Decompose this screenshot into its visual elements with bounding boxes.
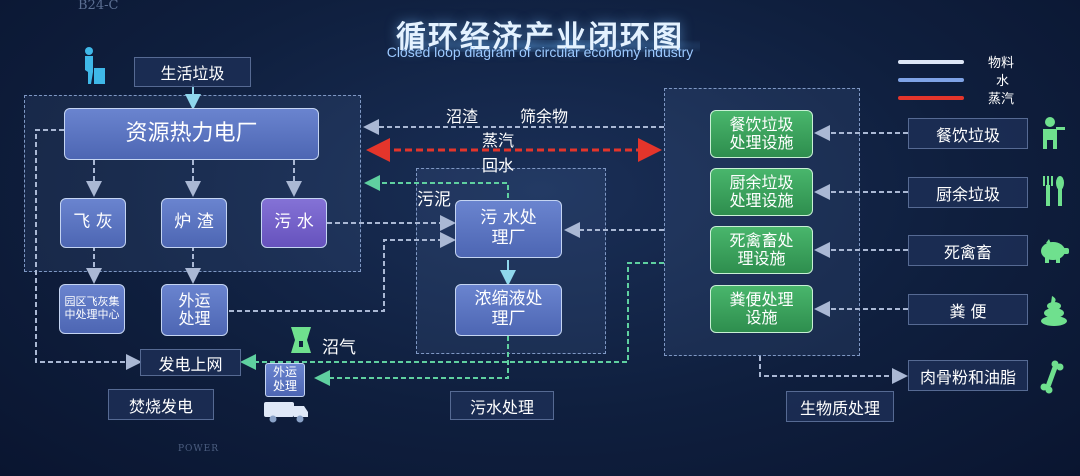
kitchen-waste-facility: 厨余垃圾处理设施 [710,168,813,216]
link-concentrate-transport [314,336,509,386]
fly-ash-node: 飞 灰 [60,198,126,248]
biogas-label: 沼气 [322,338,356,358]
steam-label: 蒸汽 [482,131,515,150]
page-subtitle: Closed loop diagram of circular economy … [386,44,694,60]
link-sludge-plant [364,175,509,198]
dead-livestock-facility: 死禽畜处理设施 [710,226,813,274]
footer-text: POWER [178,444,220,454]
manure-facility: 粪便处理设施 [710,285,813,333]
garbage-truck-icon [262,399,310,423]
fly-ash-center-node: 园区飞灰集中处理中心 [59,284,125,334]
return-water-label: 回水 [482,156,515,175]
sludge-transport-node: 外运处理 [265,363,305,397]
power-plant-node: 资源热力电厂 [64,108,319,160]
meat-bone-meal-output: 肉骨粉和油脂 [908,360,1028,391]
sewage-node: 污 水 [261,198,327,248]
slag-node: 炉 渣 [161,198,227,248]
grid-label: 发电上网 [140,349,241,376]
wastewater-section-label: 污水处理 [450,391,554,420]
legend-label-steam: 蒸汽 [988,92,1015,107]
trash-bin-icon [80,46,106,86]
sludge-label: 污泥 [417,190,451,210]
legend-line-water [898,78,964,82]
legend-label-material: 物料 [988,56,1015,71]
waiter-icon [1040,116,1066,150]
title-glow [400,40,700,52]
restaurant-waste-input: 餐饮垃圾 [908,118,1028,149]
legend-line-material [898,60,964,64]
residue-label: 沼渣 [446,107,479,126]
fork-spoon-icon [1040,174,1066,208]
kitchen-waste-input: 厨余垃圾 [908,177,1028,208]
link-plant-grid [35,129,142,370]
concentrate-plant-node: 浓缩液处理厂 [455,284,562,336]
corner-text: B24-C [78,0,119,13]
restaurant-waste-facility: 餐饮垃圾处理设施 [710,110,813,158]
legend-line-steam [898,96,964,100]
wwtp-node: 污 水处理厂 [455,200,562,258]
page-title: 循环经济产业闭环图 [396,20,684,55]
manure-input: 粪 便 [908,294,1028,325]
legend-label-water: 水 [996,74,1010,89]
biomass-section-label: 生物质处理 [786,391,894,422]
link-biomass-output [759,356,908,384]
dead-livestock-input: 死禽畜 [908,235,1028,266]
incineration-section-label: 焚烧发电 [108,389,214,420]
link-transport-wwtp [229,232,456,312]
manure-icon [1040,294,1068,326]
link-biomass-grid [240,262,664,370]
screenings-label: 筛余物 [520,107,569,126]
slag-transport-node: 外运处理 [161,284,228,336]
bone-icon [1040,360,1064,394]
msw-input-label: 生活垃圾 [134,57,251,87]
cooling-tower-icon [288,325,314,355]
pig-icon [1038,238,1070,264]
